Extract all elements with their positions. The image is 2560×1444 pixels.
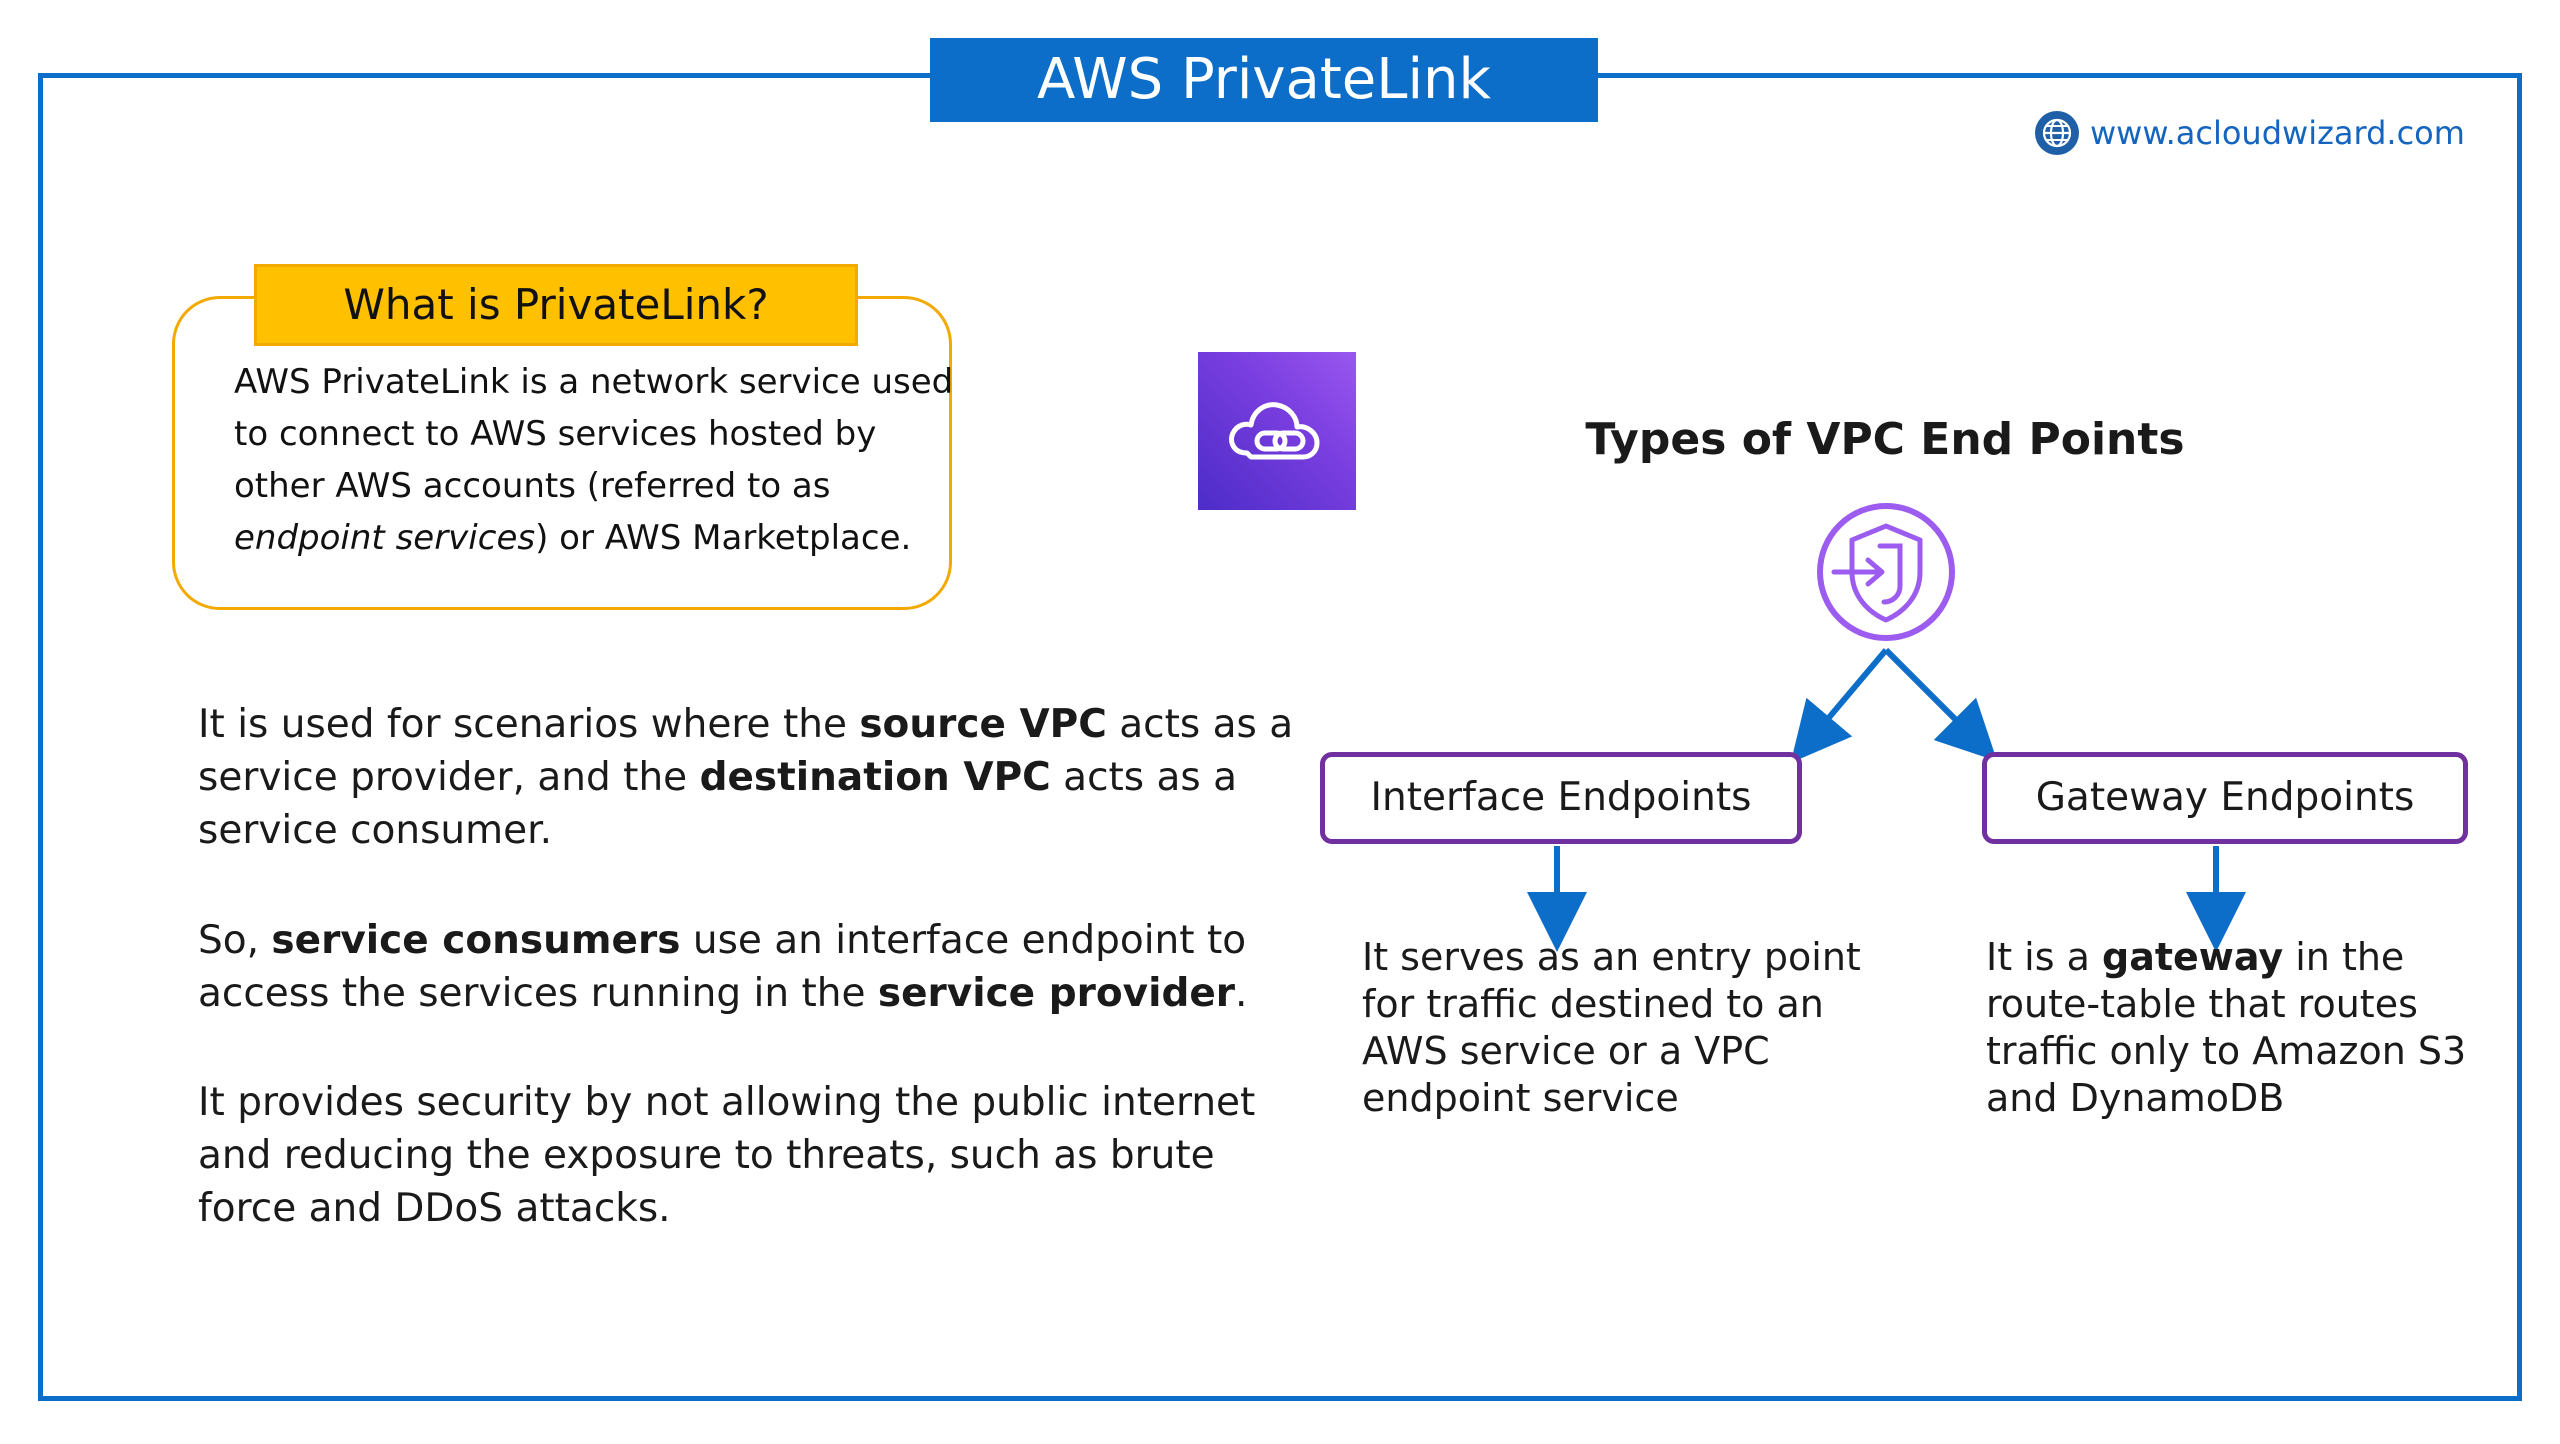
- paragraph-text: acts as a service provider, and the: [198, 702, 1294, 800]
- website-url: www.acloudwizard.com: [2090, 114, 2465, 152]
- arrow-to-interface: [1790, 648, 1889, 763]
- paragraph-bold: service consumers: [271, 918, 681, 963]
- gateway-desc-text: in the route-table that routes traffic o…: [1986, 935, 2467, 1120]
- paragraph-bold: source VPC: [859, 702, 1107, 747]
- paragraph-text: .: [1235, 971, 1248, 1016]
- gateway-endpoints-description: It is a gateway in the route-table that …: [1986, 934, 2506, 1122]
- interface-endpoints-description: It serves as an entry point for traffic …: [1362, 935, 1861, 1120]
- paragraph-source-destination: It is used for scenarios where the sourc…: [198, 698, 1298, 857]
- paragraph-bold: service provider: [877, 971, 1236, 1016]
- globe-icon: [2035, 111, 2079, 155]
- vpc-endpoint-shield-icon: [1817, 503, 1955, 641]
- definition-text-part: AWS PrivateLink is a network service use…: [234, 362, 954, 506]
- definition-heading: What is PrivateLink?: [254, 264, 858, 346]
- paragraph-text: use an interface endpoint to access the …: [198, 918, 1247, 1016]
- gateway-desc-bold: gateway: [2102, 935, 2284, 979]
- paragraph-text: acts as a service consumer.: [198, 755, 1238, 853]
- gateway-desc-text: It is a: [1986, 935, 2102, 979]
- paragraph-service-consumers: So, service consumers use an interface e…: [198, 914, 1298, 1020]
- definition-text-part: ) or AWS Marketplace.: [535, 518, 912, 558]
- page-title: AWS PrivateLink: [930, 38, 1598, 122]
- definition-emphasis: endpoint services: [234, 518, 536, 558]
- paragraph-text: So,: [198, 918, 272, 963]
- vpc-types-title: Types of VPC End Points: [1585, 414, 2185, 465]
- arrow-to-gateway: [1883, 647, 1998, 762]
- gateway-endpoints-box: Gateway Endpoints: [1982, 752, 2468, 844]
- website-link[interactable]: www.acloudwizard.com: [2034, 110, 2465, 156]
- paragraph-text: It is used for scenarios where the: [198, 702, 860, 747]
- privatelink-cloud-icon: [1198, 352, 1356, 510]
- paragraph-security: It provides security by not allowing the…: [198, 1080, 1256, 1231]
- paragraph-bold: destination VPC: [699, 755, 1051, 800]
- interface-endpoints-box: Interface Endpoints: [1320, 752, 1802, 844]
- definition-text: AWS PrivateLink is a network service use…: [234, 356, 954, 564]
